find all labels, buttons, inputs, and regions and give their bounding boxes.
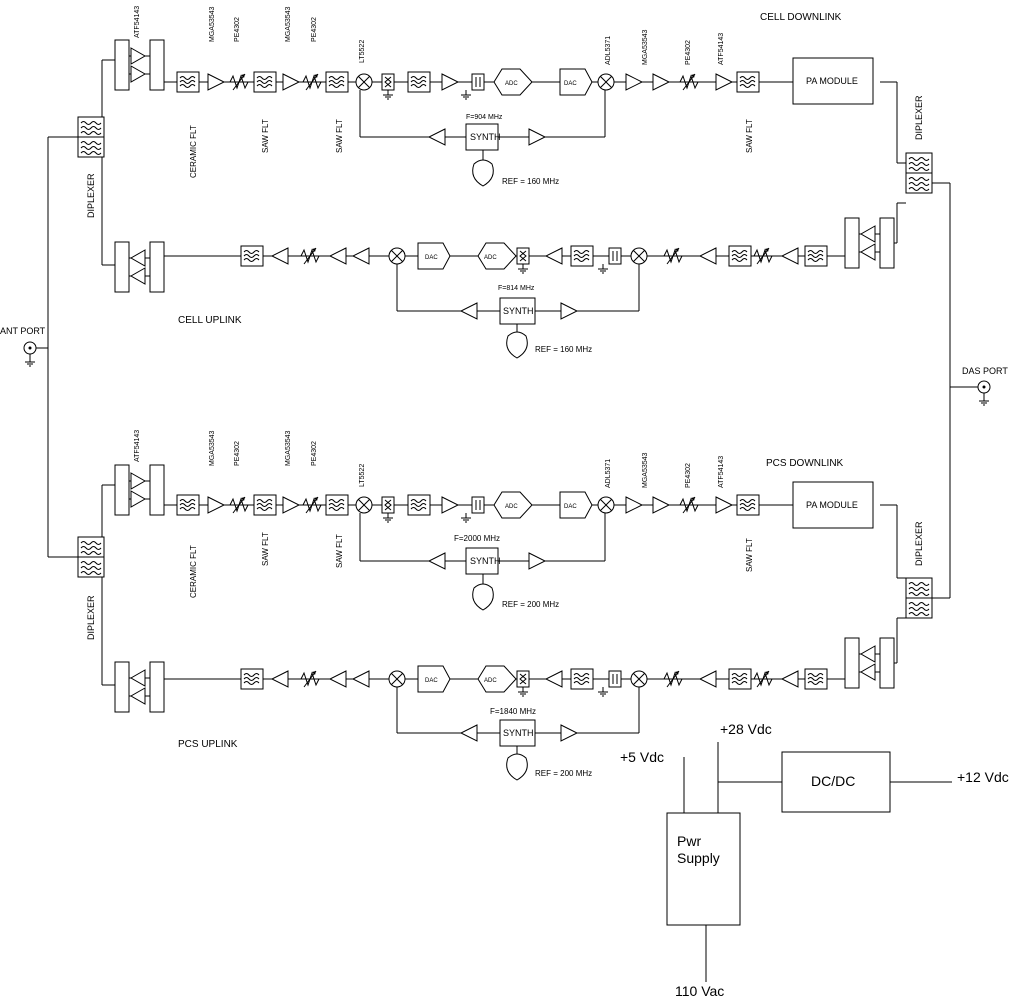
cell-dl-saw-label-2: SAW FLT	[335, 119, 344, 153]
diplexer-das-pcs	[905, 577, 933, 619]
pcs-ul-adc-label: ADC	[484, 678, 497, 684]
cell-dl-ref: REF = 160 MHz	[502, 177, 559, 186]
power-section	[666, 742, 952, 982]
pcs-dl-part-pe2: PE4302	[311, 441, 318, 466]
pcs-dl-ceramic-label: CERAMIC FLT	[189, 545, 198, 598]
cell-dl-lo-freq: F=904 MHz	[466, 114, 503, 121]
cell-dl-dac-label: DAC	[564, 81, 577, 87]
das-port-label: DAS PORT	[962, 366, 1008, 376]
pcs-dl-synth-label: SYNTH	[470, 556, 501, 566]
pcs-ul-dac-label: DAC	[425, 678, 438, 684]
pcs-uplink-chain	[114, 637, 895, 781]
pcs-dl-part-lt: LT5522	[359, 464, 366, 487]
cell-dl-part-mga3: MGA53543	[642, 29, 649, 65]
cell-dl-synth-label: SYNTH	[470, 132, 501, 142]
cell-ul-ref: REF = 160 MHz	[535, 345, 592, 354]
cell-dl-part-mga2: MGA53543	[285, 6, 292, 42]
pwr-supply-label-2: Supply	[677, 850, 720, 866]
cell-dl-part-atf2: ATF54143	[718, 33, 725, 65]
pcs-ul-ref: REF = 200 MHz	[535, 769, 592, 778]
power-5v-label: +5 Vdc	[620, 749, 664, 765]
cell-uplink-chain	[114, 217, 895, 359]
power-12v-label: +12 Vdc	[957, 769, 1009, 785]
pcs-dl-saw-label-2: SAW FLT	[335, 534, 344, 568]
pcs-ul-synth-label: SYNTH	[503, 728, 534, 738]
pcs-ul-lo-freq: F=1840 MHz	[490, 707, 536, 716]
cell-dl-pa-label: PA MODULE	[806, 76, 858, 86]
pcs-ul-title: PCS UPLINK	[178, 739, 238, 750]
power-ac-label: 110 Vac	[675, 983, 724, 998]
cell-dl-saw-label-3: SAW FLT	[745, 119, 754, 153]
pcs-dl-pa-label: PA MODULE	[806, 500, 858, 510]
cell-dl-part-pe1: PE4302	[234, 17, 241, 42]
pcs-dl-part-mga2: MGA53543	[285, 430, 292, 466]
diplexer-das-cell	[905, 152, 933, 194]
cell-downlink-chain	[114, 39, 874, 187]
cell-ul-lo-freq: F=814 MHz	[498, 285, 535, 292]
pcs-dl-part-atf2: ATF54143	[718, 456, 725, 488]
pcs-dl-part-adl: ADL5371	[605, 459, 612, 488]
pcs-dl-part-mga3: MGA53543	[642, 452, 649, 488]
cell-dl-title: CELL DOWNLINK	[760, 12, 842, 23]
cell-dl-part-pe2: PE4302	[311, 17, 318, 42]
ant-port-label: ANT PORT	[0, 326, 46, 336]
cell-ul-synth-label: SYNTH	[503, 306, 534, 316]
cell-ul-adc-label: ADC	[484, 255, 497, 261]
pcs-dl-part-mga1: MGA53543	[209, 430, 216, 466]
cell-dl-part-adl: ADL5371	[605, 36, 612, 65]
pcs-dl-lo-freq: F=2000 MHz	[454, 534, 500, 543]
pcs-dl-part-atf: ATF54143	[134, 430, 141, 462]
pcs-dl-part-pe3: PE4302	[685, 463, 692, 488]
power-28v-label: +28 Vdc	[720, 721, 772, 737]
pcs-dl-adc-label: ADC	[505, 504, 518, 510]
pwr-supply-label-1: Pwr	[677, 833, 701, 849]
cell-dl-ceramic-label: CERAMIC FLT	[189, 125, 198, 178]
cell-ul-title: CELL UPLINK	[178, 315, 242, 326]
diplexer-label-das-pcs: DIPLEXER	[914, 521, 924, 566]
cell-dl-part-atf: ATF54143	[134, 6, 141, 38]
pcs-dl-dac-label: DAC	[564, 504, 577, 510]
diplexer-ant-pcs	[77, 536, 105, 578]
cell-dl-adc-label: ADC	[505, 81, 518, 87]
diplexer-ant-cell	[77, 116, 105, 158]
pcs-dl-part-pe1: PE4302	[234, 441, 241, 466]
ant-port-icon	[23, 341, 37, 367]
das-port-icon	[977, 380, 991, 406]
cell-dl-part-mga1: MGA53543	[209, 6, 216, 42]
cell-dl-saw-label-1: SAW FLT	[261, 119, 270, 153]
cell-dl-part-lt: LT5522	[359, 40, 366, 63]
cell-ul-dac-label: DAC	[425, 255, 438, 261]
pcs-downlink-chain	[114, 464, 874, 611]
dcdc-label: DC/DC	[811, 773, 855, 789]
trunk-wiring	[30, 59, 978, 686]
pcs-dl-title: PCS DOWNLINK	[766, 458, 844, 469]
pcs-dl-saw-label-3: SAW FLT	[745, 538, 754, 572]
diplexer-label-ant-pcs: DIPLEXER	[86, 595, 96, 640]
diplexer-label-ant-cell: DIPLEXER	[86, 173, 96, 218]
pcs-dl-ref: REF = 200 MHz	[502, 600, 559, 609]
diplexer-label-das-cell: DIPLEXER	[914, 95, 924, 140]
pcs-dl-saw-label-1: SAW FLT	[261, 532, 270, 566]
cell-dl-part-pe3: PE4302	[685, 40, 692, 65]
